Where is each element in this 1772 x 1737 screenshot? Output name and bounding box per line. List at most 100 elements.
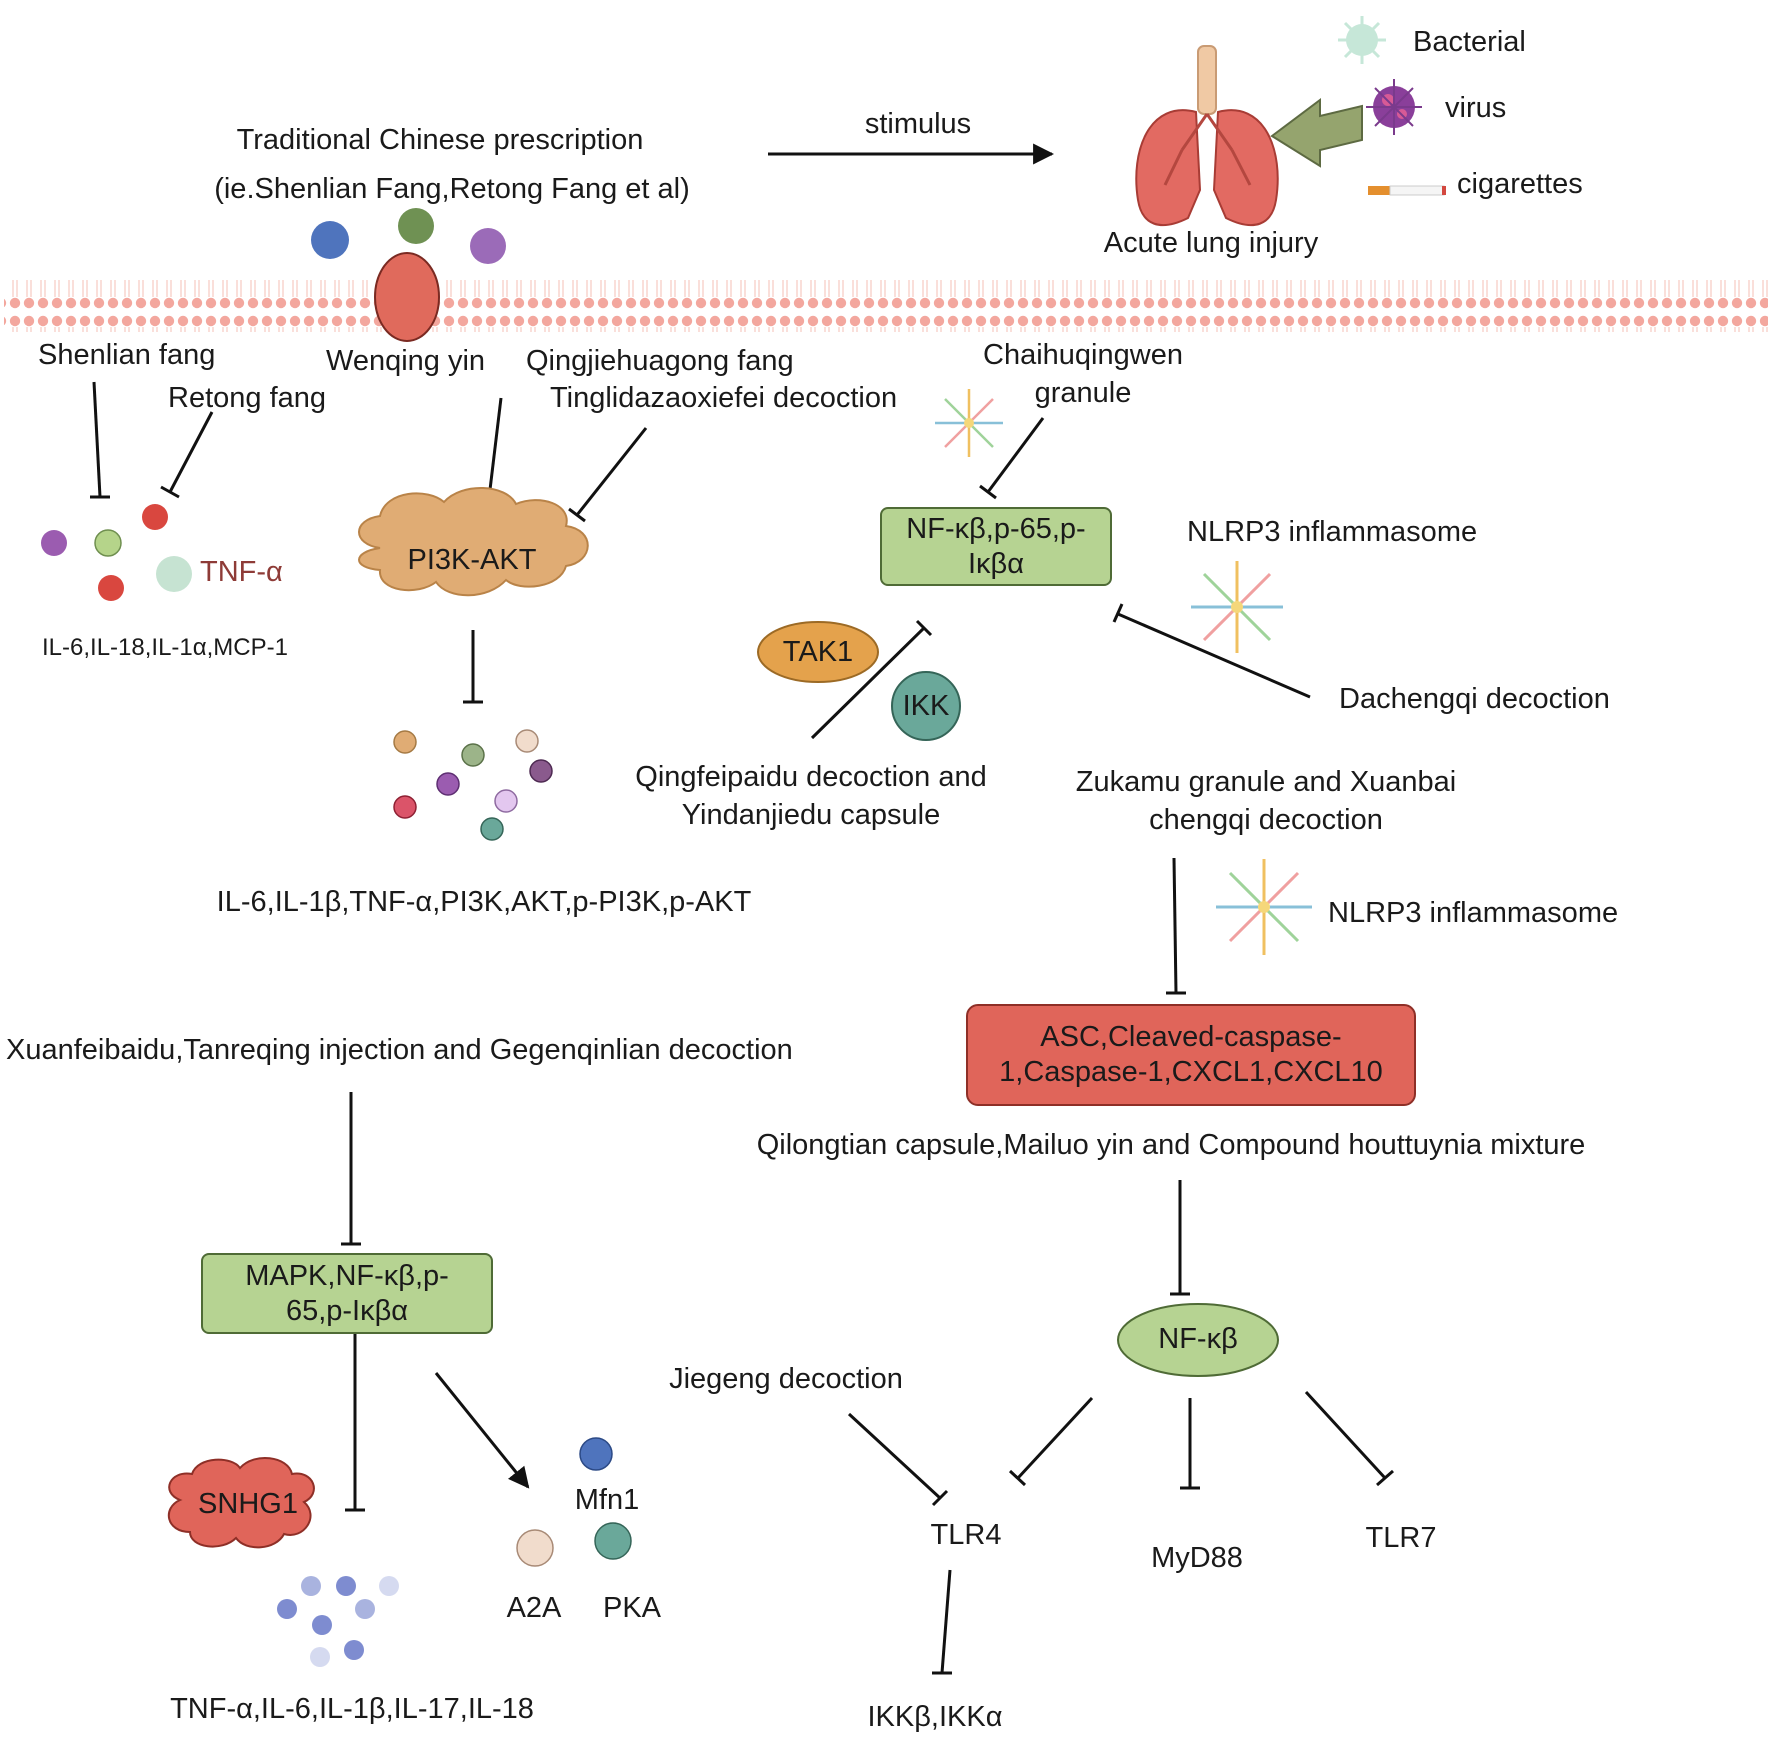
chaihu-label-line1: Chaihuqingwen	[983, 339, 1183, 371]
mapk-outputs-label: TNF-α,IL-6,IL-1β,IL-17,IL-18	[170, 1693, 534, 1725]
ligand-purple	[470, 228, 506, 264]
ikk-out-label: IKKβ,IKKα	[867, 1701, 1003, 1733]
cause-arrow	[1270, 98, 1363, 168]
inhibit-retong	[168, 411, 214, 493]
inhibit-dachengqi	[1117, 612, 1311, 699]
nfkb-ellipse-label: NF-κβ	[1158, 1323, 1238, 1355]
inhibit-qingfei	[810, 626, 926, 740]
tbar	[915, 619, 933, 637]
jiegeng-label: Jiegeng decoction	[669, 1363, 903, 1395]
cytokine-dot	[355, 1599, 375, 1619]
nfkb-p65-box: NF-κβ,p-65,p- Iκβα	[880, 507, 1112, 586]
ikk-label: IKK	[902, 690, 950, 722]
cytokine-dot	[336, 1576, 356, 1596]
inhibit-wenqing	[487, 397, 503, 499]
qingjie-label-line2: Tinglidazaoxiefei decoction	[550, 382, 898, 414]
cigarettes-label: cigarettes	[1457, 168, 1583, 200]
tbar	[160, 485, 180, 499]
inhibit-shenlian	[92, 381, 102, 498]
virus-label: virus	[1445, 92, 1507, 124]
cytokine-dot	[277, 1599, 297, 1619]
acute-lung-injury-label: Acute lung injury	[1103, 227, 1319, 259]
cytokine-dot	[344, 1640, 364, 1660]
tbar	[1112, 603, 1124, 623]
wenqing-label: Wenqing yin	[326, 345, 486, 377]
cytokine-dot	[515, 729, 539, 753]
cell-membrane	[4, 280, 1768, 332]
pka-label: PKA	[602, 1592, 662, 1624]
mfn1-label: Mfn1	[574, 1484, 640, 1516]
dachengqi-label: Dachengqi decoction	[1339, 683, 1610, 715]
inhibit-to-tlr4	[1016, 1396, 1094, 1480]
zukamu-label-line1: Zukamu granule and Xuanbai	[1075, 766, 1457, 798]
nlrp3-icon-top	[1191, 561, 1283, 653]
nfkb-box-line2: Iκβα	[967, 547, 1024, 580]
myd88-label: MyD88	[1151, 1542, 1243, 1574]
inhibit-tlr4-down	[940, 1569, 952, 1674]
cytokine-dot	[494, 789, 518, 813]
mapk-box-line2: 65,p-Iκβα	[285, 1294, 409, 1327]
nlrp3-middle-label: NLRP3 inflammasome	[1328, 897, 1619, 929]
tbar	[1376, 1469, 1394, 1487]
nlrp3-icon-middle	[1216, 859, 1312, 955]
tlr7-label: TLR7	[1365, 1522, 1437, 1554]
nlrp3-top-label: NLRP3 inflammasome	[1187, 516, 1478, 548]
snhg1-label: SNHG1	[198, 1488, 298, 1520]
qingfei-label-line1: Qingfeipaidu decoction and	[635, 761, 987, 793]
cytokine-dot	[480, 817, 504, 841]
cytokine-dot	[301, 1576, 321, 1596]
cytokine-dot	[41, 530, 67, 556]
chaihu-label-line2: granule	[1034, 377, 1132, 409]
retong-label: Retong fang	[168, 382, 327, 414]
shenlian-label: Shenlian fang	[38, 339, 216, 371]
qilong-label: Qilongtian capsule,Mailuo yin and Compou…	[756, 1129, 1586, 1161]
pi3k-akt-cloud	[358, 487, 589, 597]
a2a-dot	[516, 1529, 554, 1567]
tbar	[568, 507, 586, 523]
cytokine-dot	[94, 529, 122, 557]
ligand-green	[398, 208, 434, 244]
a2a-label: A2A	[506, 1592, 562, 1624]
qingjie-label-line1: Qingjiehuagong fang	[526, 345, 794, 377]
nfkb-box-line1: NF-κβ,p-65,p-	[906, 512, 1086, 545]
ikk-node	[891, 671, 961, 741]
ligand-blue	[311, 221, 349, 259]
qingfei-label-line2: Yindanjiedu capsule	[681, 799, 941, 831]
tnf-label: TNF-α	[200, 556, 283, 588]
inhibit-qingjie	[575, 427, 648, 516]
virus-icon	[1366, 79, 1422, 135]
cytokine-dot	[393, 730, 417, 754]
asc-box-line2: 1,Caspase-1,CXCL1,CXCL10	[999, 1056, 1383, 1088]
pi3k-akt-label: PI3K-AKT	[407, 544, 537, 576]
cytokine-dot	[98, 575, 124, 601]
tbar	[931, 1489, 949, 1507]
prescription-title-line2: (ie.Shenlian Fang,Retong Fang et al)	[214, 173, 690, 205]
prescription-title-line1: Traditional Chinese prescription	[236, 124, 644, 156]
tak1-label: TAK1	[782, 636, 854, 668]
xuanfei-label: Xuanfeibaidu,Tanreqing injection and Geg…	[6, 1034, 793, 1066]
activate-mapk-right	[434, 1372, 530, 1489]
cytokine-dot	[310, 1647, 330, 1667]
lung-icon	[1135, 45, 1279, 227]
inhibit-jiegeng	[847, 1412, 942, 1500]
tak1-node	[757, 621, 879, 683]
tnf-dot	[156, 556, 192, 592]
cytokine-dot	[436, 772, 460, 796]
cytokine-dot	[393, 795, 417, 819]
nfkb-ellipse	[1117, 1303, 1279, 1377]
cytokine-dot	[461, 743, 485, 767]
cytokine-dot	[529, 759, 553, 783]
mfn1-dot	[579, 1437, 613, 1471]
stimulus-label: stimulus	[864, 108, 972, 140]
cytokine-dot	[312, 1615, 332, 1635]
tbar	[979, 484, 997, 500]
tlr4-label: TLR4	[930, 1519, 1002, 1551]
bacteria-icon	[1338, 16, 1386, 64]
cigarette-icon	[1368, 185, 1446, 196]
pka-dot	[594, 1522, 632, 1560]
mapk-box-line1: MAPK,NF-κβ,p-	[245, 1259, 449, 1292]
inhibit-to-tlr7	[1304, 1390, 1387, 1480]
bacterial-label: Bacterial	[1413, 26, 1526, 58]
inhibit-chaihu	[986, 417, 1045, 493]
